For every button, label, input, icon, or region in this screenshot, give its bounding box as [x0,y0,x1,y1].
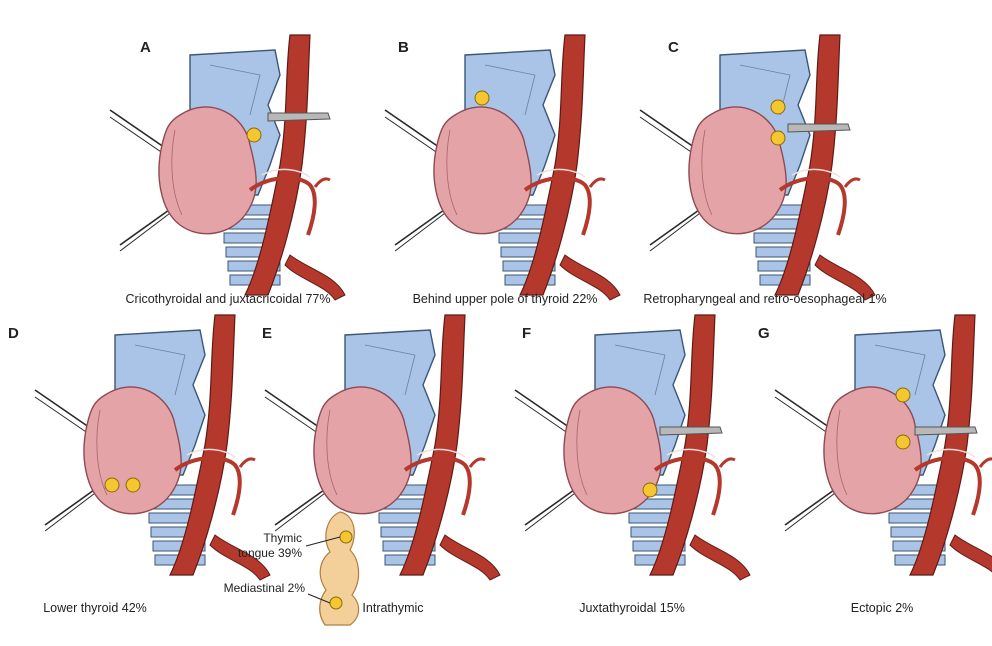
panel-a: A Cricothyroidal and juxtacricoidal 77% [108,33,347,306]
callout-line [305,536,341,547]
panel-caption: Intrathymic [362,601,423,615]
parathyroid-gland-icon [770,99,786,115]
panel-g: G Ectopic 2% [758,313,992,615]
retractor-icon [659,426,723,436]
thymic-tongue-label-line2: tongue 39% [238,546,302,560]
panel-caption: Cricothyroidal and juxtacricoidal 77% [126,292,331,306]
retractor-icon [787,123,851,133]
parathyroid-gland-icon [895,387,911,403]
panel-letter: C [668,39,679,56]
parathyroid-gland-icon [246,127,262,143]
panel-caption: Behind upper pole of thyroid 22% [413,292,598,306]
mediastinal-label: Mediastinal 2% [224,581,306,595]
neck-anatomy-illustration [773,313,992,582]
panel-letter: F [522,325,531,342]
neck-anatomy-illustration [638,33,877,302]
panel-letter: E [262,325,272,342]
retractor-icon [914,426,978,436]
panel-caption: Lower thyroid 42% [43,601,147,615]
parathyroid-gland-icon [895,434,911,450]
panel-c: C Retropharyngeal and retro-oesophageal … [638,33,887,306]
retractor-icon [267,112,331,122]
panel-letter: D [8,325,19,342]
neck-anatomy-illustration [513,313,752,582]
callout-line [307,593,331,604]
panel-f: F Juxtathyroidal 15% [513,313,752,615]
panel-caption: Juxtathyroidal 15% [579,601,685,615]
parathyroid-gland-icon [329,596,343,610]
parathyroid-gland-icon [474,90,490,106]
parathyroid-gland-icon [770,130,786,146]
parathyroid-gland-icon [642,482,658,498]
panel-e: E Thymic tongue 39% Mediastinal 2% Intra… [224,313,502,626]
panel-letter: B [398,39,409,56]
neck-anatomy-illustration [108,33,347,302]
thymic-tongue-label-line1: Thymic [263,531,302,545]
parathyroid-gland-icon [339,530,353,544]
neck-anatomy-illustration [33,313,272,582]
panel-caption: Retropharyngeal and retro-oesophageal 1% [643,292,886,306]
parathyroid-gland-icon [104,477,120,493]
panel-d: D Lower thyroid 42% [8,313,272,615]
neck-anatomy-illustration [383,33,622,302]
parathyroid-gland-icon [125,477,141,493]
panel-letter: G [758,325,770,342]
panel-letter: A [140,39,151,56]
panel-caption: Ectopic 2% [851,601,914,615]
panel-b: B Behind upper pole of thyroid 22% [383,33,622,306]
